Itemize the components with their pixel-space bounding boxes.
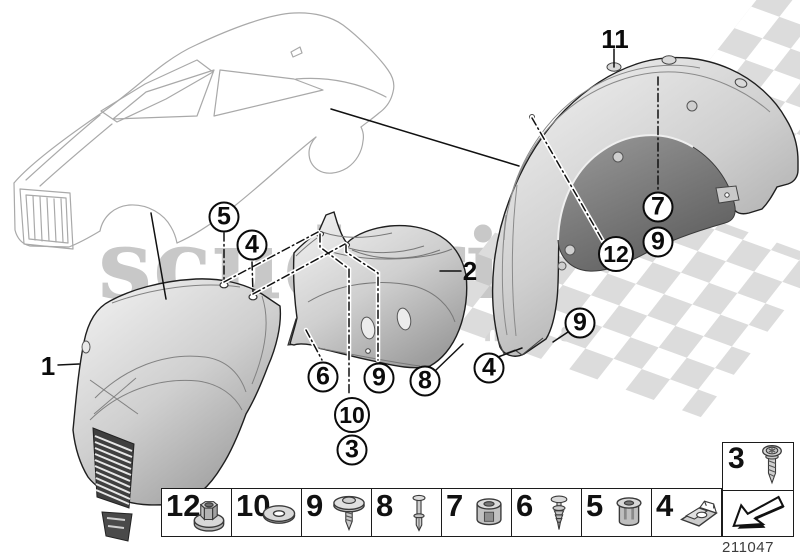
part-11-label: 11 [601, 24, 629, 54]
legend-number: 12 [166, 488, 201, 523]
fastener-legend-strip: 12 10 9 8 7 6 5 4 [161, 488, 722, 537]
washer-screw-icon [327, 492, 371, 536]
callout-9[interactable]: 9 [642, 226, 674, 258]
drawing-number: 211047 [722, 539, 774, 556]
callout-4[interactable]: 4 [236, 229, 268, 261]
leader-callout-4b [497, 347, 523, 358]
tapping-screw-icon [753, 443, 791, 489]
washer-icon [257, 492, 301, 536]
flange-nut-icon [187, 492, 231, 536]
legend-direction-cell [723, 491, 793, 535]
legend-number: 5 [586, 488, 604, 523]
callout-10[interactable]: 10 [334, 397, 370, 433]
legend-number: 6 [516, 488, 534, 523]
legend-number-3: 3 [728, 442, 745, 475]
legend-cell-7[interactable]: 7 [442, 489, 512, 536]
car-outline-sketch [13, 12, 395, 250]
part-1-front-wheelarch-cover [72, 278, 282, 542]
leader-label-1 [57, 363, 80, 366]
legend-number: 7 [446, 488, 464, 523]
callout-8[interactable]: 8 [409, 365, 441, 397]
part-2-label: 2 [462, 256, 478, 286]
leader-car-front-to-part1 [150, 212, 167, 300]
leader-callout-10 [319, 233, 350, 397]
legend-cell-12[interactable]: 12 [162, 489, 232, 536]
callout-7[interactable]: 7 [642, 191, 674, 223]
cage-nut-icon [677, 492, 721, 536]
body-nut-icon [467, 492, 511, 536]
callout-5[interactable]: 5 [208, 201, 240, 233]
leader-lines [57, 48, 659, 399]
legend-box-3-cell[interactable]: 3 [723, 443, 793, 491]
leader-callout-12 [531, 117, 605, 244]
callout-9[interactable]: 9 [363, 362, 395, 394]
expansion-rivet-icon [397, 492, 441, 536]
callout-4[interactable]: 4 [473, 352, 505, 384]
leader-callout-4 [251, 261, 254, 295]
leader-callout-8 [435, 343, 464, 371]
part-1-label: 1 [40, 351, 56, 381]
leader-callout-9b [552, 331, 569, 343]
legend-cell-6[interactable]: 6 [512, 489, 582, 536]
leader-callout-9a [345, 244, 379, 361]
expanding-rivet-icon [537, 492, 581, 536]
callout-6[interactable]: 6 [307, 361, 339, 393]
callout-3[interactable]: 3 [336, 434, 368, 466]
legend-number: 4 [656, 488, 674, 523]
legend-number: 9 [306, 488, 324, 523]
legend-box-item-3[interactable]: 3 [722, 442, 794, 537]
legend-cell-9[interactable]: 9 [302, 489, 372, 536]
leader-car-rear-to-part11 [330, 108, 520, 167]
legend-cell-4[interactable]: 4 [652, 489, 721, 536]
legend-cell-8[interactable]: 8 [372, 489, 442, 536]
callout-12[interactable]: 12 [598, 236, 634, 272]
direction-arrow-icon [730, 492, 786, 535]
legend-cell-10[interactable]: 10 [232, 489, 302, 536]
leader-callout-6 [305, 329, 323, 361]
legend-cell-5[interactable]: 5 [582, 489, 652, 536]
legend-number: 8 [376, 488, 394, 523]
expansion-nut-icon [607, 492, 651, 536]
callout-9[interactable]: 9 [564, 307, 596, 339]
